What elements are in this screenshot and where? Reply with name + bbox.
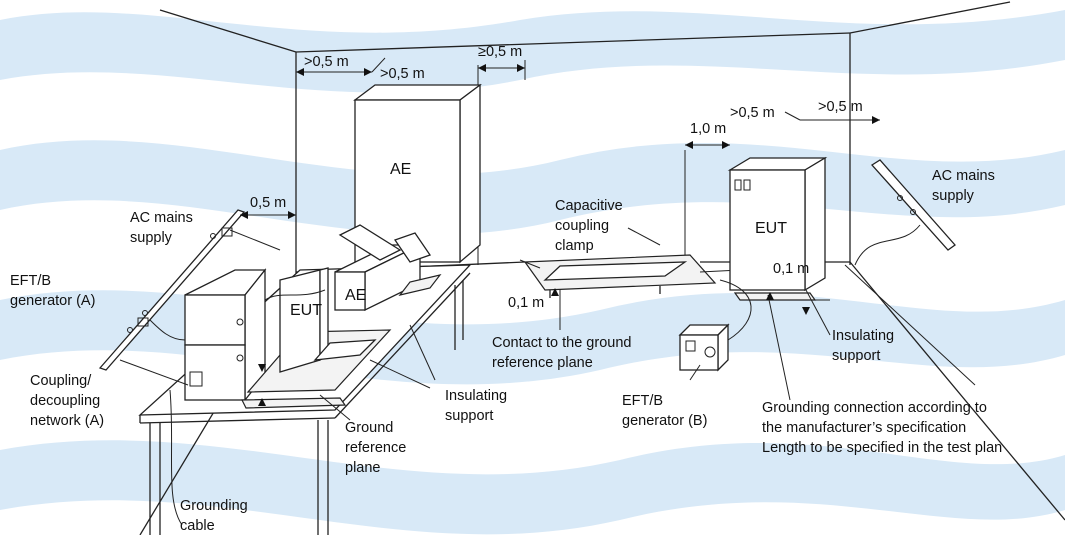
eut-right: EUT bbox=[727, 156, 828, 301]
grounding-connection-label: Grounding connection according to the ma… bbox=[762, 400, 1002, 456]
dim-eut-height: 0,1 m bbox=[773, 261, 809, 277]
coupling-clamp bbox=[519, 254, 741, 298]
cdn-a-label: Coupling/ decoupling network (A) bbox=[30, 373, 104, 429]
dim-ae-back: >0,5 m bbox=[380, 66, 425, 82]
insulating-right-label: Insulating support bbox=[832, 328, 898, 364]
dim-cdn-wall: 0,5 m bbox=[250, 195, 286, 211]
dim-eut-side: >0,5 m bbox=[818, 99, 863, 115]
eft-gen-b-label: EFT/B generator (B) bbox=[622, 393, 707, 429]
leader-lines bbox=[119, 227, 976, 421]
dim-clamp-height: 0,1 m bbox=[508, 295, 544, 311]
ae-top-label: AE bbox=[390, 161, 411, 178]
eut-left-label: EUT bbox=[290, 302, 322, 319]
ac-mains-right-strip bbox=[854, 159, 956, 266]
dim-clamp-eut: 1,0 m bbox=[690, 121, 726, 137]
dimension-labels: >0,5 m >0,5 m ≥0,5 m 0,5 m 1,0 m >0,5 m … bbox=[250, 44, 863, 311]
eft-gen-a-label: EFT/B generator (A) bbox=[10, 273, 95, 309]
dim-ae-wall: >0,5 m bbox=[304, 54, 349, 70]
grounding-cable-label: Grounding cable bbox=[180, 498, 252, 534]
dim-eut-back: >0,5 m bbox=[730, 105, 775, 121]
ac-mains-left-label: AC mains supply bbox=[130, 210, 197, 246]
text-labels: AC mains supply EFT/B generator (A) Coup… bbox=[10, 168, 1002, 534]
ac-mains-right-label: AC mains supply bbox=[932, 168, 999, 204]
ac-mains-left-strip bbox=[98, 209, 281, 371]
cables bbox=[149, 289, 326, 526]
ae-small: AE bbox=[334, 224, 442, 312]
insulating-mid-label: Insulating support bbox=[445, 388, 511, 424]
eut-right-label: EUT bbox=[755, 220, 787, 237]
ccc-label: Capacitive coupling clamp bbox=[555, 198, 627, 254]
eft-generator-b bbox=[678, 279, 752, 372]
ae-small-label: AE bbox=[345, 287, 366, 304]
dimension-lines bbox=[240, 57, 880, 406]
dim-wall-gap: ≥0,5 m bbox=[478, 44, 522, 60]
contact-grp-label: Contact to the ground reference plane bbox=[492, 335, 636, 371]
cdn-generator-stack bbox=[184, 268, 267, 402]
grp-label: Ground reference plane bbox=[345, 420, 410, 476]
